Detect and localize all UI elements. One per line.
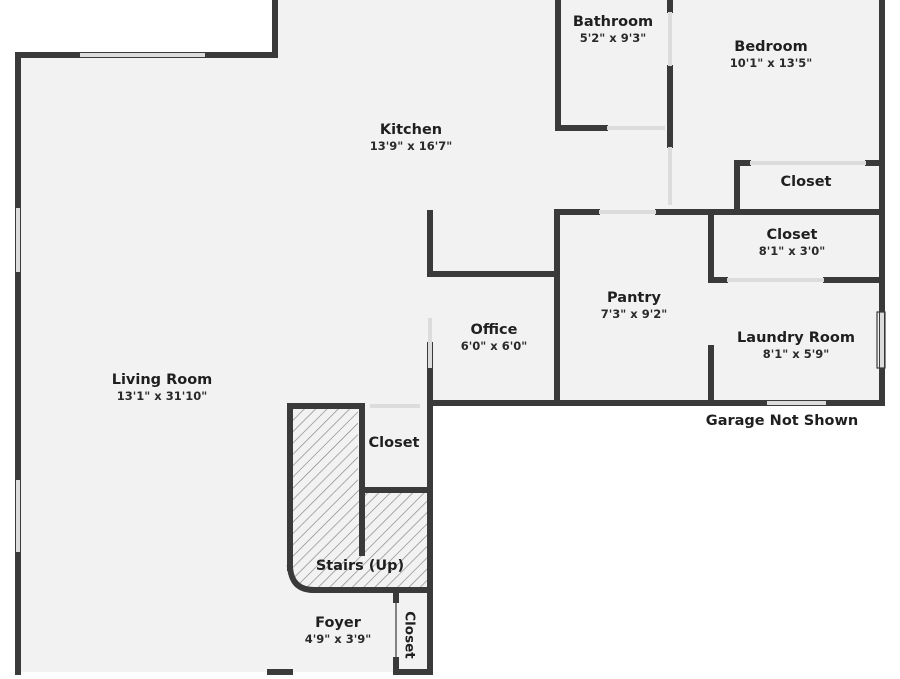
room-name: Bathroom (572, 14, 654, 30)
room-dimensions: 13'1" x 31'10" (116, 389, 208, 403)
room-dimensions: 8'1" x 5'9" (762, 347, 830, 361)
room-name: Closet (766, 227, 818, 243)
room-name: Living Room (111, 372, 213, 388)
garage-note: Garage Not Shown (706, 413, 858, 429)
room-pantry: Pantry 7'3" x 9'2" (601, 289, 667, 322)
room-name: Closet (368, 435, 420, 451)
room-closet-bedroom: Closet (781, 173, 832, 191)
room-name: Closet (780, 174, 832, 190)
room-name: Bedroom (734, 39, 808, 55)
room-name: Laundry Room (737, 330, 855, 346)
room-bathroom: Bathroom 5'2" x 9'3" (573, 13, 653, 46)
room-stairs: Stairs (Up) (316, 557, 404, 575)
room-bedroom: Bedroom 10'1" x 13'5" (730, 38, 812, 71)
room-office: Office 6'0" x 6'0" (461, 321, 527, 354)
room-dimensions: 10'1" x 13'5" (729, 56, 813, 70)
room-name: Stairs (Up) (315, 558, 405, 574)
room-dimensions: 7'3" x 9'2" (600, 307, 668, 321)
room-living: Living Room 13'1" x 31'10" (112, 371, 213, 404)
room-kitchen: Kitchen 13'9" x 16'7" (370, 121, 452, 154)
walls (15, 0, 885, 675)
room-dimensions: 5'2" x 9'3" (579, 31, 647, 45)
room-name: Office (470, 322, 518, 338)
floor-areas (18, 0, 882, 672)
garage-note-text: Garage Not Shown (705, 413, 859, 429)
room-name: Kitchen (379, 122, 443, 138)
room-closet-stairs: Closet (369, 434, 420, 452)
room-name: Foyer (315, 615, 361, 631)
windows (16, 12, 884, 552)
room-name: Closet (401, 611, 418, 659)
room-foyer: Foyer 4'9" x 3'9" (305, 614, 371, 647)
room-dimensions: 4'9" x 3'9" (304, 632, 372, 646)
room-name: Pantry (607, 290, 661, 306)
main-floor (18, 0, 882, 672)
room-dimensions: 8'1" x 3'0" (758, 244, 826, 258)
room-laundry: Laundry Room 8'1" x 5'9" (737, 329, 855, 362)
room-dimensions: 6'0" x 6'0" (460, 339, 528, 353)
room-dimensions: 13'9" x 16'7" (369, 139, 453, 153)
room-closet-foyer: Closet (402, 611, 418, 658)
room-closet-upper: Closet 8'1" x 3'0" (759, 226, 825, 259)
